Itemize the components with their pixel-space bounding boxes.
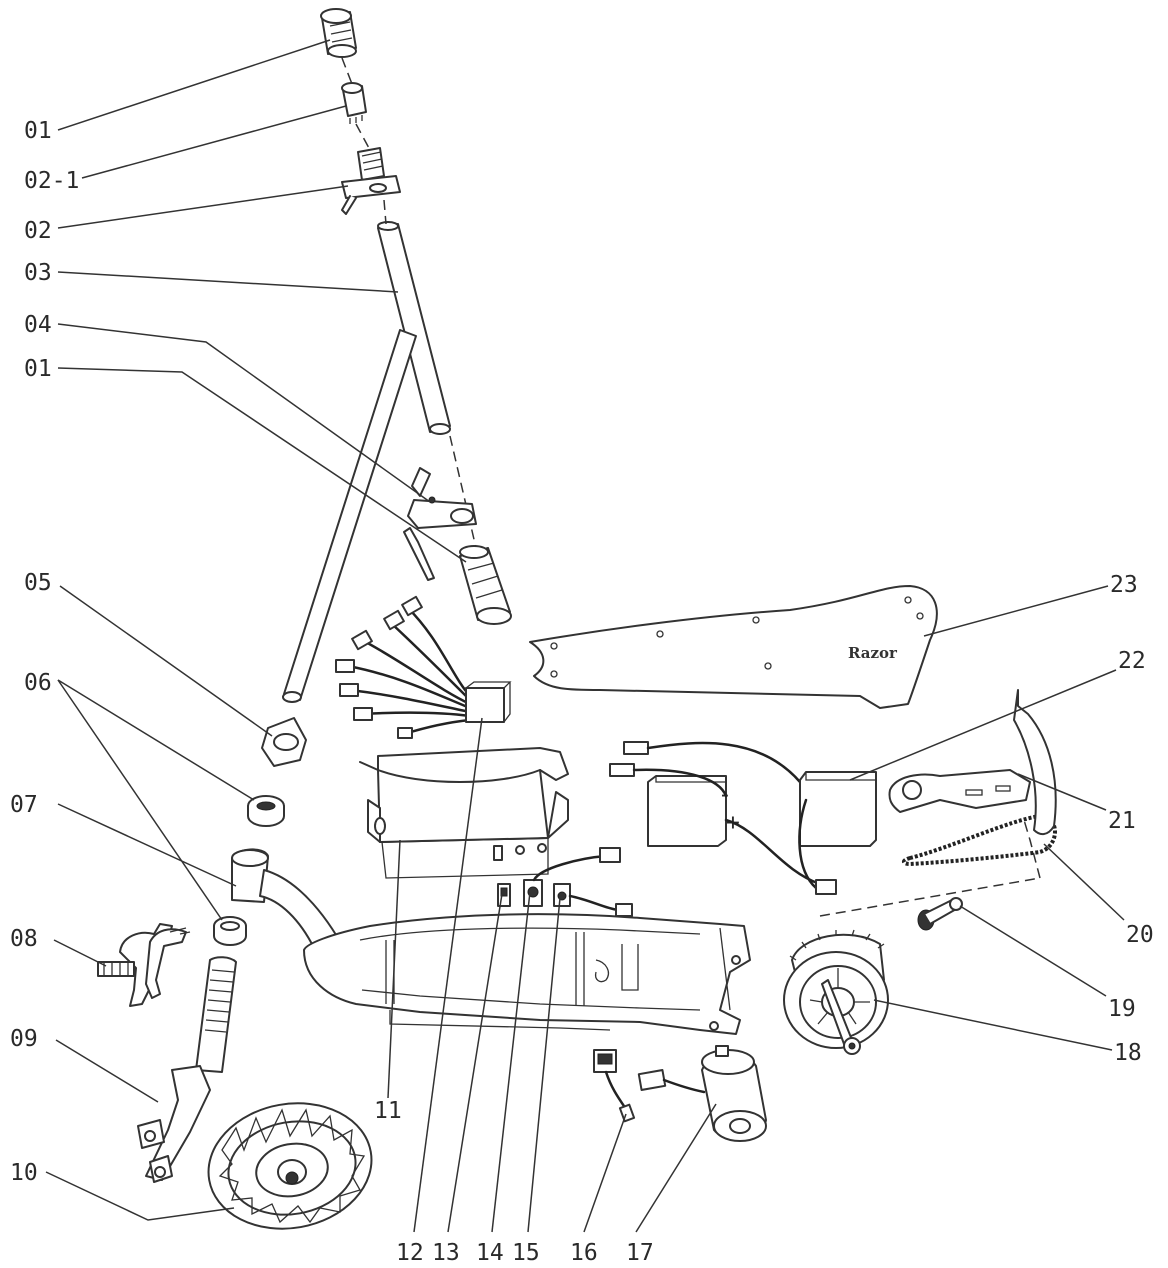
callout-04: 04: [24, 312, 52, 338]
part-brake-lever: [403, 467, 477, 581]
part-sensor-16: [593, 1049, 636, 1123]
part-stem-tube: [282, 329, 417, 703]
assembly-axis-rear: [819, 819, 1041, 917]
leader-06a: [57, 679, 255, 801]
callout-02: 02: [24, 218, 52, 244]
part-chain: [902, 813, 1057, 867]
callout-21: 21: [1108, 808, 1136, 834]
part-deck: Razor: [529, 585, 938, 709]
leader-15: [527, 897, 561, 1233]
callout-08: 08: [10, 926, 38, 952]
leader-11: [387, 839, 401, 1099]
leader-19: [959, 905, 1107, 997]
callout-03: 03: [24, 260, 52, 286]
part-grip-lower: [459, 545, 512, 625]
part-main-frame: [231, 848, 751, 1035]
part-throttle-core: [341, 82, 367, 124]
callout-09: 09: [10, 1026, 38, 1052]
part-bearing-upper: [247, 795, 285, 827]
part-front-wheel: [207, 1102, 373, 1230]
leader-01-top: [57, 39, 331, 131]
callout-labels: 01 02-1 02 03 04 01 05 06 07 08 09 10 11…: [10, 118, 1154, 1266]
callout-07: 07: [10, 792, 38, 818]
part-grip-top: [320, 8, 357, 58]
callout-20: 20: [1126, 922, 1154, 948]
part-chain-tensioner: [917, 897, 963, 931]
part-motor: [637, 1045, 767, 1142]
part-handlebar-tube: [377, 221, 451, 435]
callout-13: 13: [432, 1240, 460, 1266]
part-chain-guard: [888, 689, 1057, 836]
callout-18: 18: [1114, 1040, 1142, 1066]
part-throttle-assembly: [341, 147, 401, 215]
callout-02-1: 02-1: [24, 168, 79, 194]
callout-05: 05: [24, 570, 52, 596]
leader-02: [57, 185, 349, 229]
leader-13: [447, 893, 503, 1233]
callout-06: 06: [24, 670, 52, 696]
leader-02-1: [81, 105, 347, 179]
callout-15: 15: [512, 1240, 540, 1266]
callout-01-mid: 01: [24, 356, 52, 382]
leader-08: [53, 939, 107, 967]
leader-12: [413, 717, 483, 1233]
part-charger-port-15: [553, 883, 633, 917]
leader-22: [849, 669, 1117, 781]
leader-18: [873, 999, 1113, 1051]
part-battery-left: - +: [609, 741, 822, 886]
callout-14: 14: [476, 1240, 504, 1266]
callout-12: 12: [396, 1240, 424, 1266]
callout-10: 10: [10, 1160, 38, 1186]
callout-01-top: 01: [24, 118, 52, 144]
part-bearing-lower: [213, 916, 247, 946]
leader-04: [57, 323, 431, 503]
leader-20: [1043, 843, 1125, 921]
callout-11: 11: [374, 1098, 402, 1124]
callout-16: 16: [570, 1240, 598, 1266]
leader-10: [45, 1171, 235, 1221]
part-wiring-harness: [335, 595, 512, 739]
part-rear-wheel: [783, 929, 889, 1055]
part-clamp: [261, 717, 307, 767]
callout-23: 23: [1110, 572, 1138, 598]
leader-06b: [57, 679, 223, 921]
callout-17: 17: [626, 1240, 654, 1266]
leader-23: [923, 585, 1109, 637]
leader-03: [57, 271, 399, 293]
part-switch-13: [497, 883, 511, 907]
leader-07: [57, 803, 237, 887]
leader-21: [1017, 773, 1107, 811]
callout-19: 19: [1108, 996, 1136, 1022]
deck-brand-logo: Razor: [848, 644, 898, 662]
callout-22: 22: [1118, 648, 1146, 674]
leader-17: [635, 1103, 717, 1233]
part-battery-right: [798, 771, 877, 895]
leader-09: [55, 1039, 159, 1103]
leader-16: [583, 1113, 627, 1233]
part-brake-caliper: [97, 923, 191, 1007]
leader-05: [59, 585, 273, 737]
leader-lines: [45, 39, 1125, 1233]
leader-01-mid: [57, 367, 467, 563]
part-battery-housing: [359, 747, 569, 879]
part-front-fork: [137, 956, 237, 1183]
leader-14: [491, 891, 531, 1233]
